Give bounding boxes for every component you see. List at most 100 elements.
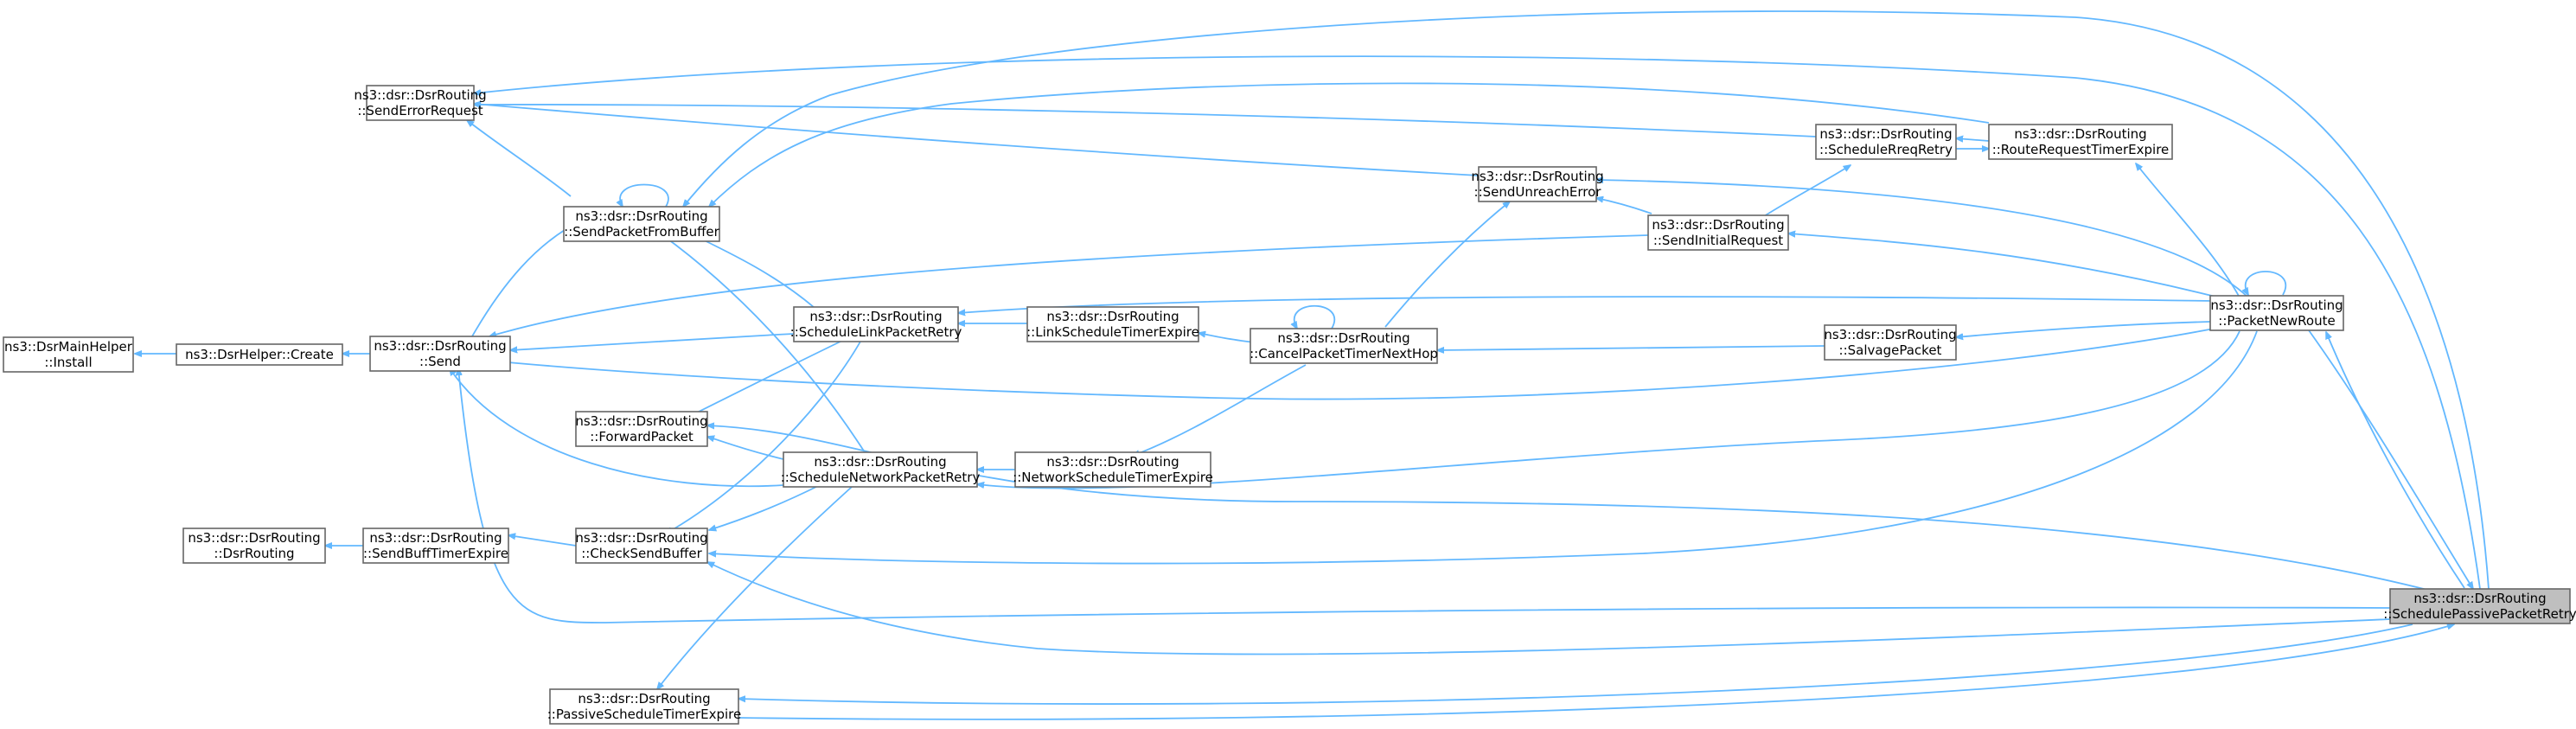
node-senderror[interactable]: ns3::dsr::DsrRouting ::SendErrorRequest <box>354 85 487 121</box>
node-label-line2: ::SalvagePacket <box>1839 342 1942 358</box>
node-initreq[interactable]: ns3::dsr::DsrRouting ::SendInitialReques… <box>1647 214 1789 251</box>
node-label-line1: ns3::dsr::DsrRouting <box>369 530 502 546</box>
edge-passivetimer-passiveretry <box>738 624 2454 720</box>
node-label-line2: ::CheckSendBuffer <box>581 546 702 561</box>
node-passivetimer[interactable]: ns3::dsr::DsrRouting ::PassiveScheduleTi… <box>547 688 742 725</box>
edge-passiveretry-senderror <box>474 55 2481 590</box>
node-label-line2: ::Send <box>419 354 461 369</box>
node-label-line1: ns3::DsrMainHelper <box>4 339 133 355</box>
edge-passiveretry-checksend <box>707 562 2391 655</box>
node-sendbufftimer[interactable]: ns3::dsr::DsrRouting ::SendBuffTimerExpi… <box>362 528 509 564</box>
node-label-line2: ::SendPacketFromBuffer <box>564 224 719 240</box>
node-label-line1: ns3::dsr::DsrRouting <box>575 530 707 546</box>
node-netretry[interactable]: ns3::dsr::DsrRouting ::ScheduleNetworkPa… <box>781 451 981 488</box>
edge-linkretry-send <box>510 333 795 350</box>
node-label-line2: ::SchedulePassivePacketRetry <box>2383 606 2576 622</box>
node-label-line1: ns3::dsr::DsrRouting <box>2413 591 2546 606</box>
edge-passiveretry-passivetimer <box>738 623 2413 705</box>
edge-rrtimer-rreqretry <box>1956 138 1990 141</box>
edge-linkretry-sendfrombuffer <box>692 234 815 309</box>
node-rrtimer[interactable]: ns3::dsr::DsrRouting ::RouteRequestTimer… <box>1988 124 2173 160</box>
node-cancel[interactable]: ns3::dsr::DsrRouting ::CancelPacketTimer… <box>1250 328 1438 364</box>
edge-newroute-unreach <box>1596 180 2249 298</box>
edge-checksend-sendbuff <box>508 535 577 547</box>
edge-rrtimer-sendfrombuffer <box>709 82 1990 207</box>
node-label-line1: ns3::dsr::DsrRouting <box>2014 126 2146 142</box>
node-checksend[interactable]: ns3::dsr::DsrRouting ::CheckSendBuffer <box>575 528 708 564</box>
edge-newroute-rrtimer <box>2136 163 2240 298</box>
node-label-line2: ::DsrRouting <box>214 546 294 561</box>
node-label-line1: ns3::DsrHelper::Create <box>185 347 334 362</box>
node-label-line1: ns3::dsr::DsrRouting <box>1471 169 1603 184</box>
edge-linkretry-forward <box>683 339 845 419</box>
node-label-line1: ns3::dsr::DsrRouting <box>188 530 320 546</box>
node-forward[interactable]: ns3::dsr::DsrRouting ::ForwardPacket <box>575 411 708 447</box>
node-label-line1: ns3::dsr::DsrRouting <box>809 309 942 324</box>
edge-sendfrombuffer-senderror <box>467 120 572 197</box>
node-dsrrouting[interactable]: ns3::dsr::DsrRouting ::DsrRouting <box>182 528 326 564</box>
edge-newroute-self <box>2246 271 2286 295</box>
node-label-line2: ::Install <box>44 355 92 370</box>
node-helpercreate[interactable]: ns3::DsrHelper::Create <box>176 343 343 366</box>
node-label-line1: ns3::dsr::DsrRouting <box>1819 126 1952 142</box>
nodes: ns3::DsrMainHelper ::Install ns3::DsrHel… <box>3 85 2576 725</box>
node-nettimer[interactable]: ns3::dsr::DsrRouting ::NetworkScheduleTi… <box>1013 451 1213 488</box>
node-label-line2: ::PacketNewRoute <box>2218 313 2335 329</box>
node-label-line1: ns3::dsr::DsrRouting <box>1046 454 1179 470</box>
node-label-line1: ns3::dsr::DsrRouting <box>575 413 707 429</box>
node-label-line1: ns3::dsr::DsrRouting <box>1652 217 1784 233</box>
node-label-line1: ns3::dsr::DsrRouting <box>1046 309 1179 324</box>
edge-newroute-salvage <box>1956 321 2211 337</box>
node-salvage[interactable]: ns3::dsr::DsrRouting ::SalvagePacket <box>1824 324 1957 361</box>
node-linkretry[interactable]: ns3::dsr::DsrRouting ::ScheduleLinkPacke… <box>790 306 962 342</box>
node-unreach[interactable]: ns3::dsr::DsrRouting ::SendUnreachError <box>1471 166 1604 202</box>
edge-cancel-unreach <box>1384 201 1510 328</box>
node-label-line2: ::PassiveScheduleTimerExpire <box>547 707 742 722</box>
edge-initreq-send <box>489 234 1649 336</box>
edge-cancel-nettimer <box>1133 364 1307 456</box>
edge-linkretry-checksend <box>666 333 866 534</box>
node-linktimer[interactable]: ns3::dsr::DsrRouting ::LinkScheduleTimer… <box>1026 306 1199 342</box>
node-send[interactable]: ns3::dsr::DsrRouting ::Send <box>369 336 511 372</box>
node-label-line2: ::ScheduleRreqRetry <box>1819 142 1953 157</box>
node-label-line2: ::ScheduleLinkPacketRetry <box>790 324 962 340</box>
edge-netretry-checksend <box>709 483 822 530</box>
edge-passiveretry-sendfrombuffer <box>683 10 2490 590</box>
node-label-line2: ::SendBuffTimerExpire <box>363 546 508 561</box>
node-newroute[interactable]: ns3::dsr::DsrRouting ::PacketNewRoute <box>2209 295 2344 331</box>
node-label-line1: ns3::dsr::DsrRouting <box>578 691 710 707</box>
edge-salvage-cancel <box>1437 345 1825 350</box>
node-label-line1: ns3::dsr::DsrRouting <box>575 208 707 224</box>
node-label-line2: ::SendUnreachError <box>1474 184 1602 200</box>
node-label-line2: ::ForwardPacket <box>590 429 694 444</box>
edge-newroute-linkretry <box>958 296 2215 313</box>
node-label-line1: ns3::dsr::DsrRouting <box>814 454 946 470</box>
node-label-line2: ::SendErrorRequest <box>357 103 483 118</box>
node-label-line1: ns3::dsr::DsrRouting <box>1277 330 1409 346</box>
node-passiveretry[interactable]: ns3::dsr::DsrRouting ::SchedulePassivePa… <box>2383 588 2576 624</box>
edge-newroute-initreq <box>1788 233 2223 299</box>
edge-cancel-self <box>1294 305 1335 329</box>
edge-passiveretry-forward <box>707 425 2448 596</box>
node-label-line2: ::LinkScheduleTimerExpire <box>1026 324 1199 340</box>
node-label-line2: ::ScheduleNetworkPacketRetry <box>781 470 981 485</box>
edge-passiveretry-newroute <box>2325 332 2465 589</box>
edge-newroute-passiveretry <box>2308 329 2473 589</box>
edge-initreq-unreach <box>1596 198 1652 214</box>
node-sendfrombuffer[interactable]: ns3::dsr::DsrRouting ::SendPacketFromBuf… <box>563 206 720 242</box>
edge-netretry-passivetimer <box>657 486 853 689</box>
node-label-line1: ns3::dsr::DsrRouting <box>1824 327 1956 342</box>
node-label-line2: ::NetworkScheduleTimerExpire <box>1013 470 1213 485</box>
node-label-line1: ns3::dsr::DsrRouting <box>2210 297 2343 313</box>
node-label-line1: ns3::dsr::DsrRouting <box>374 338 506 354</box>
edge-newroute-checksend <box>709 330 2258 565</box>
edge-passiveretry-send <box>458 368 2391 623</box>
edge-cancel-linktimer <box>1199 333 1255 343</box>
node-label-line2: ::RouteRequestTimerExpire <box>1992 142 2170 157</box>
node-mainhelper[interactable]: ns3::DsrMainHelper ::Install <box>3 336 134 373</box>
edge-netretry-forward <box>707 437 784 460</box>
edge-sendfrombuffer-self <box>620 183 669 208</box>
node-rreqretry[interactable]: ns3::dsr::DsrRouting ::ScheduleRreqRetry <box>1815 124 1957 160</box>
edge-unreach-senderror <box>474 104 1480 176</box>
